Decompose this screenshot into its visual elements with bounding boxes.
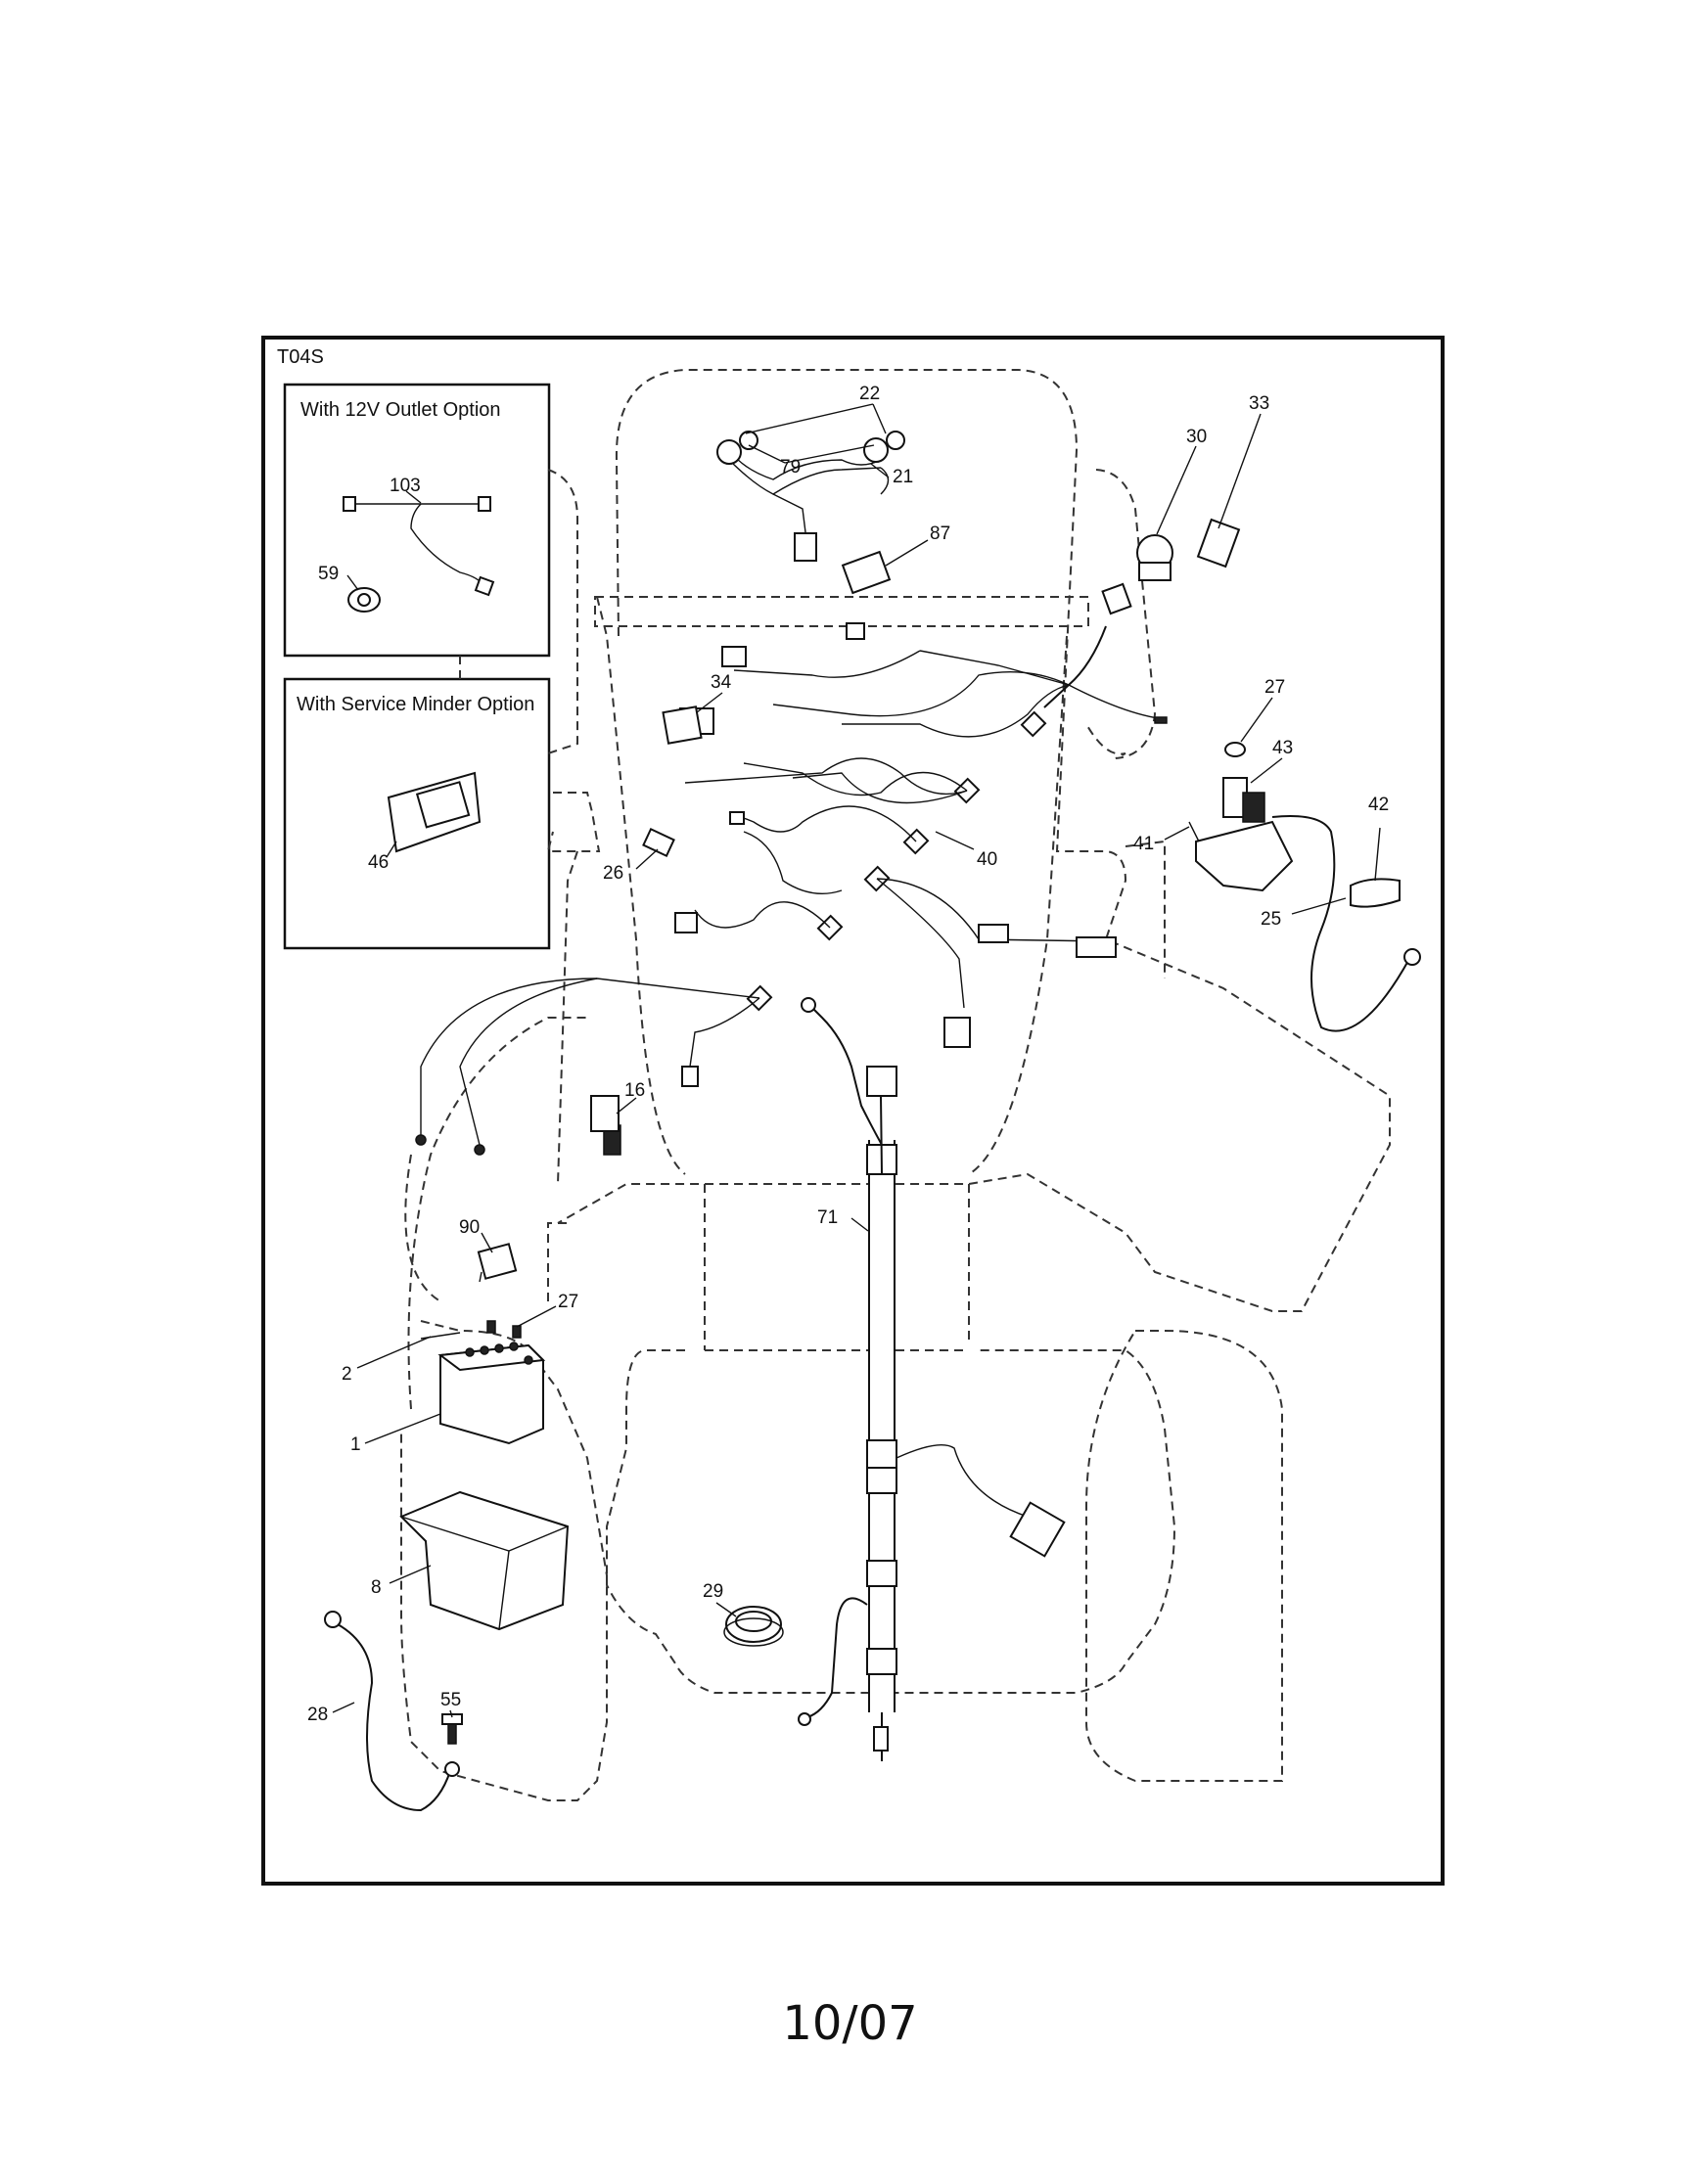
callout-43: 43: [1272, 738, 1293, 758]
callout-79: 79: [780, 457, 801, 478]
grommet-29: [723, 1606, 784, 1647]
callout-103: 103: [390, 476, 421, 496]
main-harness: [420, 625, 1166, 1146]
callout-labels: 22 79 21 87 33 30 27 43 41 42 25 34 40 2…: [307, 384, 1389, 1725]
callout-42: 42: [1368, 795, 1389, 815]
callout-8: 8: [371, 1577, 382, 1598]
revision-date: 10/07: [782, 1996, 918, 2051]
callout-33: 33: [1249, 393, 1269, 414]
callout-59: 59: [318, 564, 339, 584]
callout-27-battery: 27: [558, 1292, 578, 1312]
diagram-code: T04S: [277, 346, 324, 368]
callout-55: 55: [440, 1690, 461, 1710]
callout-2: 2: [342, 1364, 352, 1385]
diagram-frame: [261, 336, 1445, 1886]
callout-28: 28: [307, 1705, 328, 1725]
callout-22: 22: [859, 384, 880, 404]
callout-26: 26: [603, 863, 623, 884]
battery-1: [420, 1320, 546, 1445]
battery-tray-8: [399, 1490, 570, 1631]
callout-41: 41: [1133, 834, 1154, 854]
fuse-26: [642, 828, 675, 857]
callout-16: 16: [624, 1080, 645, 1101]
leader-lines: [332, 403, 1381, 1718]
relay-16: [590, 1095, 620, 1132]
callout-87: 87: [930, 523, 950, 544]
ignition-switch-30: [1136, 518, 1241, 581]
inset-service-minder-box: [283, 677, 551, 950]
inset-service-minder-title: With Service Minder Option: [297, 694, 534, 715]
callout-46: 46: [368, 852, 389, 873]
light-harness-assembly: [716, 431, 905, 595]
harness-71: [798, 997, 1066, 1761]
callout-90: 90: [459, 1217, 480, 1238]
callout-21: 21: [893, 467, 913, 487]
callout-71: 71: [817, 1207, 838, 1228]
outlet-12v-harness: [343, 496, 495, 613]
switch-34: [662, 705, 703, 745]
tractor-outline: [400, 369, 1391, 1801]
solenoid-43: [1188, 742, 1421, 1032]
inset-12v-outlet-box: [283, 383, 551, 658]
callout-29: 29: [703, 1581, 723, 1602]
callout-1: 1: [350, 1434, 361, 1455]
callout-34: 34: [711, 672, 732, 693]
inset-12v-outlet-title: With 12V Outlet Option: [300, 399, 501, 421]
callout-27-top: 27: [1264, 677, 1285, 698]
ground-cable-28: [324, 1611, 463, 1812]
callout-25: 25: [1261, 909, 1281, 930]
switch-90: [477, 1243, 518, 1283]
service-minder-46: [387, 771, 482, 853]
callout-40: 40: [977, 849, 997, 870]
callout-30: 30: [1186, 427, 1207, 447]
